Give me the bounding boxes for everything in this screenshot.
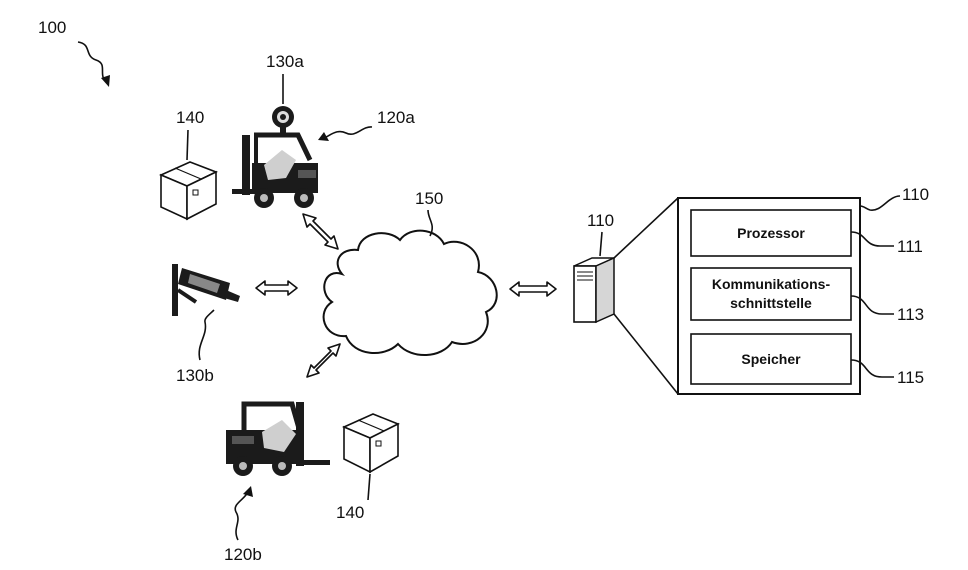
- cloud-network: [324, 231, 497, 355]
- label-110-server: 110: [587, 211, 614, 230]
- arrow-100: [78, 42, 110, 87]
- projection-line-top: [614, 198, 678, 258]
- double-arrow-cloud-forklift: [307, 344, 340, 377]
- double-arrow-cloud-server: [510, 282, 556, 296]
- processor-label: Prozessor: [737, 225, 805, 241]
- comm-label-line2: schnittstelle: [730, 295, 812, 311]
- camera-icon: [172, 264, 240, 316]
- projection-line-bottom: [614, 314, 678, 394]
- label-111: 111: [897, 237, 923, 256]
- leader-140-bottom: [368, 474, 370, 500]
- server-icon: [574, 258, 614, 322]
- package-icon: [344, 414, 398, 472]
- leader-110-box: [860, 196, 900, 210]
- package-icon: [161, 162, 216, 219]
- forklift-icon: [232, 106, 318, 208]
- label-113: 113: [897, 305, 924, 324]
- arrow-120b: [235, 486, 253, 540]
- label-150: 150: [415, 189, 443, 208]
- label-100: 100: [38, 18, 66, 37]
- leader-140-top: [187, 130, 188, 160]
- arrow-120a: [318, 127, 372, 141]
- double-arrow-forklift-cloud: [303, 214, 338, 249]
- forklift-icon: [226, 402, 330, 476]
- label-130b: 130b: [176, 366, 214, 385]
- label-120b: 120b: [224, 545, 262, 564]
- memory-label: Speicher: [741, 351, 801, 367]
- label-140-top: 140: [176, 108, 204, 127]
- label-140-bottom: 140: [336, 503, 364, 522]
- leader-110-server: [600, 232, 602, 256]
- double-arrow-camera-cloud: [256, 281, 297, 295]
- label-110-box: 110: [902, 185, 929, 204]
- label-115: 115: [897, 368, 924, 387]
- label-130a: 130a: [266, 52, 304, 71]
- label-120a: 120a: [377, 108, 415, 127]
- comm-label-line1: Kommunikations-: [712, 276, 831, 292]
- leader-130b: [199, 310, 214, 360]
